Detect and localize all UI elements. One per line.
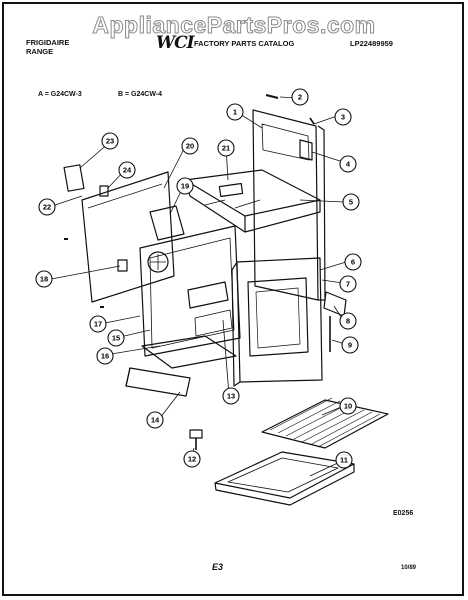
- callout-label-11: 11: [340, 456, 348, 465]
- door-hinge: [323, 291, 347, 317]
- callout-circle-7: [339, 275, 357, 293]
- callout-label-12: 12: [188, 455, 196, 464]
- brand-line-1: FRIGIDAIRE: [26, 38, 70, 47]
- callout-label-1: 1: [233, 108, 237, 117]
- part-number: LP22489959: [350, 39, 393, 48]
- top-panel: [184, 169, 321, 217]
- callout-circle-9: [341, 336, 359, 354]
- oven-rack: [261, 397, 389, 449]
- callout-label-17: 17: [94, 320, 102, 329]
- callout-circle-3: [334, 108, 352, 126]
- diagram-code: E0256: [393, 510, 414, 517]
- callout-circle-8: [339, 312, 357, 330]
- callout-circle-14: [146, 411, 164, 429]
- callout-label-8: 8: [346, 317, 350, 326]
- callout-circle-1: [226, 103, 244, 121]
- callout-label-23: 23: [106, 137, 114, 146]
- broiler-drawer: [141, 335, 237, 369]
- callout-circle-19: [176, 177, 194, 195]
- callout-label-14: 14: [151, 416, 160, 425]
- callout-label-22: 22: [43, 203, 51, 212]
- callout-label-13: 13: [227, 392, 235, 401]
- side-panel: [81, 171, 175, 303]
- callout-circle-6: [344, 253, 362, 271]
- storage-bracket: [63, 164, 85, 192]
- callout-label-2: 2: [298, 93, 302, 102]
- page-number: E3: [212, 562, 224, 572]
- callout-circle-24: [118, 161, 136, 179]
- callout-circle-12: [183, 450, 201, 468]
- callout-label-20: 20: [186, 142, 194, 151]
- callout-label-5: 5: [349, 198, 353, 207]
- callout-label-10: 10: [344, 402, 352, 411]
- callout-label-21: 21: [222, 144, 230, 153]
- wci-logo: WCI: [156, 33, 195, 53]
- back-screw: [309, 117, 315, 125]
- callout-circle-10: [339, 397, 357, 415]
- callout-circle-5: [342, 193, 360, 211]
- oven-door: [236, 257, 323, 383]
- callout-label-18: 18: [40, 275, 48, 284]
- small-clip: [99, 185, 109, 197]
- brand-label: FRIGIDAIRE RANGE: [26, 38, 96, 56]
- oven-burner: [187, 281, 229, 309]
- callout-circle-4: [339, 155, 357, 173]
- watermark: AppliancePartsPros.com: [92, 12, 376, 39]
- catalog-title: FACTORY PARTS CATALOG: [194, 39, 295, 48]
- callout-circle-17: [89, 315, 107, 333]
- burner-hood: [149, 205, 185, 241]
- callout-circle-11: [335, 451, 353, 469]
- callout-circle-2: [291, 88, 309, 106]
- callout-circle-15: [107, 329, 125, 347]
- oven-liner: [139, 225, 241, 357]
- callout-circle-22: [38, 198, 56, 216]
- callout-circle-21: [217, 139, 235, 157]
- screw: [265, 94, 279, 99]
- leveling-leg: [189, 429, 203, 439]
- callout-circle-20: [181, 137, 199, 155]
- callout-label-19: 19: [181, 182, 189, 191]
- kick-plate: [125, 367, 191, 397]
- variant-b: B = G24CW-4: [118, 91, 163, 98]
- revision-date: 10/89: [401, 565, 417, 571]
- callout-circle-13: [222, 387, 240, 405]
- callout-label-7: 7: [346, 280, 350, 289]
- brand-line-2: RANGE: [26, 47, 54, 56]
- callout-label-3: 3: [341, 113, 345, 122]
- callout-label-15: 15: [112, 334, 120, 343]
- callout-label-16: 16: [101, 352, 109, 361]
- callout-circle-18: [35, 270, 53, 288]
- callout-circle-16: [96, 347, 114, 365]
- callout-label-9: 9: [348, 341, 352, 350]
- callout-label-6: 6: [351, 258, 355, 267]
- broiler-pan: [214, 451, 355, 506]
- callout-circle-23: [101, 132, 119, 150]
- callout-label-24: 24: [123, 166, 132, 175]
- variant-a: A = G24CW-3: [38, 91, 82, 98]
- callout-label-4: 4: [346, 160, 351, 169]
